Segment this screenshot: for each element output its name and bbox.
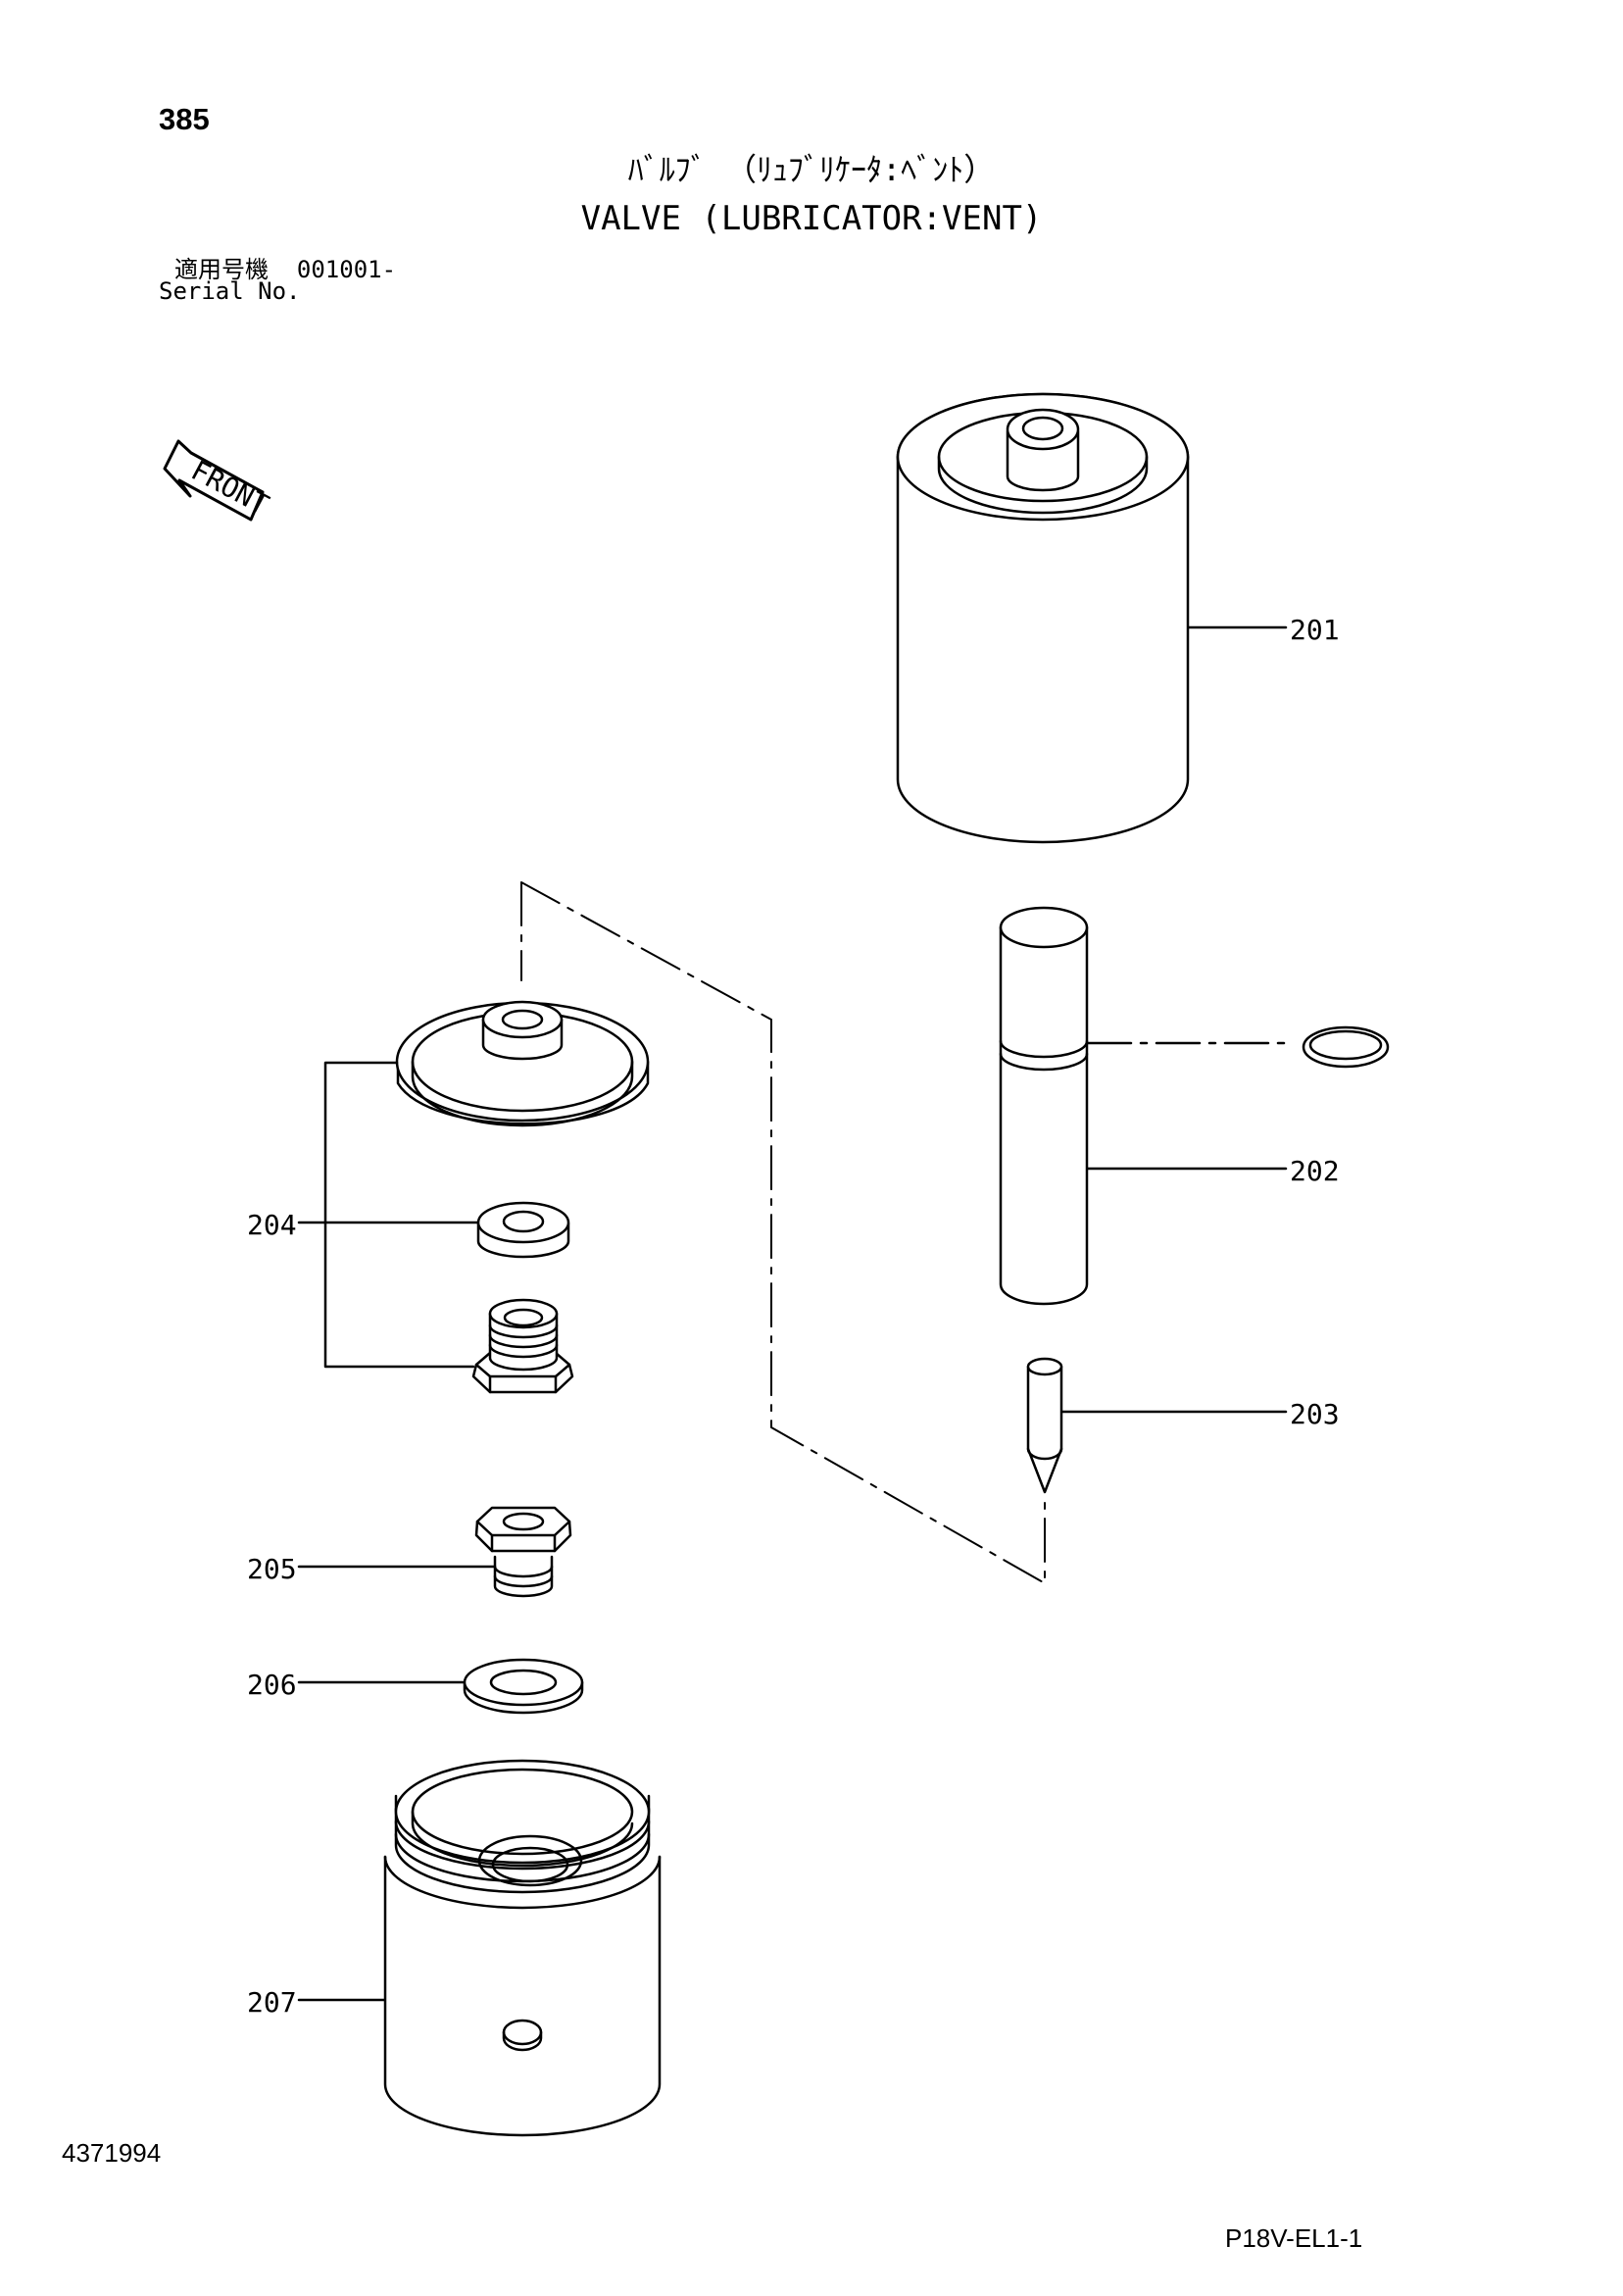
label-205: 205 <box>247 1553 297 1585</box>
serial-block-japanese: 適用号機 001001- <box>174 250 396 284</box>
part-203-pin <box>1026 1357 1063 1494</box>
serial-label-english: Serial No. <box>159 277 301 305</box>
part-204-washer <box>476 1201 570 1259</box>
document-number: 4371994 <box>62 2138 162 2168</box>
page-number: 385 <box>159 102 210 136</box>
label-206: 206 <box>247 1669 297 1701</box>
sheet-code: P18V-EL1-1 <box>1225 2223 1363 2253</box>
label-207: 207 <box>247 1986 297 2019</box>
serial-label-japanese: 適用号機 <box>174 256 269 283</box>
title-japanese: ﾊﾞﾙﾌﾞ （ﾘｭﾌﾞﾘｹｰﾀ:ﾍﾞﾝﾄ） <box>627 151 996 188</box>
assembly-centerline <box>520 881 1046 1584</box>
label-201: 201 <box>1290 614 1340 646</box>
leader-204-bracket <box>323 1061 475 1369</box>
title-english: VALVE (LUBRICATOR:VENT) <box>580 199 1043 238</box>
front-arrow-icon: FRONT <box>163 439 274 522</box>
part-205-hex-plug <box>474 1506 572 1598</box>
front-label: FRONT <box>186 454 274 522</box>
part-204-cap <box>395 1000 650 1127</box>
o-ring <box>1302 1025 1390 1069</box>
part-202-rod <box>999 906 1089 1306</box>
label-203: 203 <box>1290 1398 1340 1430</box>
label-204: 204 <box>247 1209 297 1241</box>
label-202: 202 <box>1290 1155 1340 1187</box>
part-207-body <box>383 1759 662 2137</box>
part-201-cylinder <box>896 392 1190 844</box>
serial-range: 001001- <box>296 256 397 283</box>
part-206-flat-washer <box>463 1658 584 1715</box>
part-204-hex-fitting <box>471 1298 574 1394</box>
